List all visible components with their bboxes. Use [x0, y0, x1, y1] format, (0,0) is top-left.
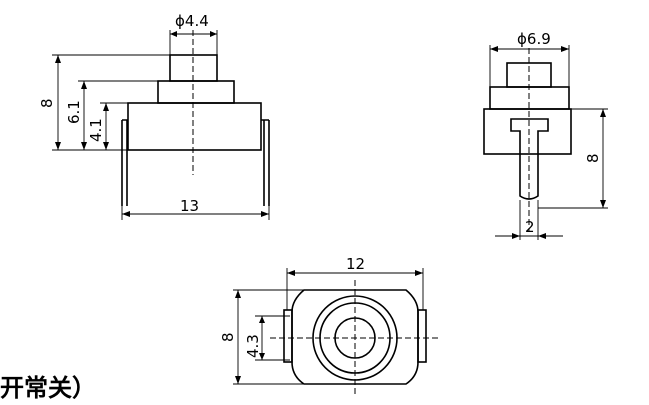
front-height-mid-label: 6.1	[65, 100, 83, 124]
side-diameter-label: ϕ6.9	[517, 30, 551, 48]
side-height-label: 8	[584, 153, 602, 163]
front-width-label: 13	[180, 197, 199, 215]
front-cap-diameter-label: ϕ4.4	[175, 12, 209, 30]
caption-text: 开常关）	[0, 373, 96, 402]
front-height-body-label: 4.1	[87, 118, 105, 142]
side-view: ϕ6.9 8 2	[483, 30, 608, 240]
bottom-height-label: 8	[219, 332, 237, 342]
bottom-view: 12 8 4.3	[219, 255, 440, 395]
front-view: ϕ4.4 8 6.1 4.1 13	[38, 12, 270, 220]
front-height-total-label: 8	[38, 98, 56, 108]
bottom-width-label: 12	[346, 255, 365, 273]
bottom-inner-label: 4.3	[244, 334, 262, 358]
side-pin-width-label: 2	[525, 218, 535, 236]
